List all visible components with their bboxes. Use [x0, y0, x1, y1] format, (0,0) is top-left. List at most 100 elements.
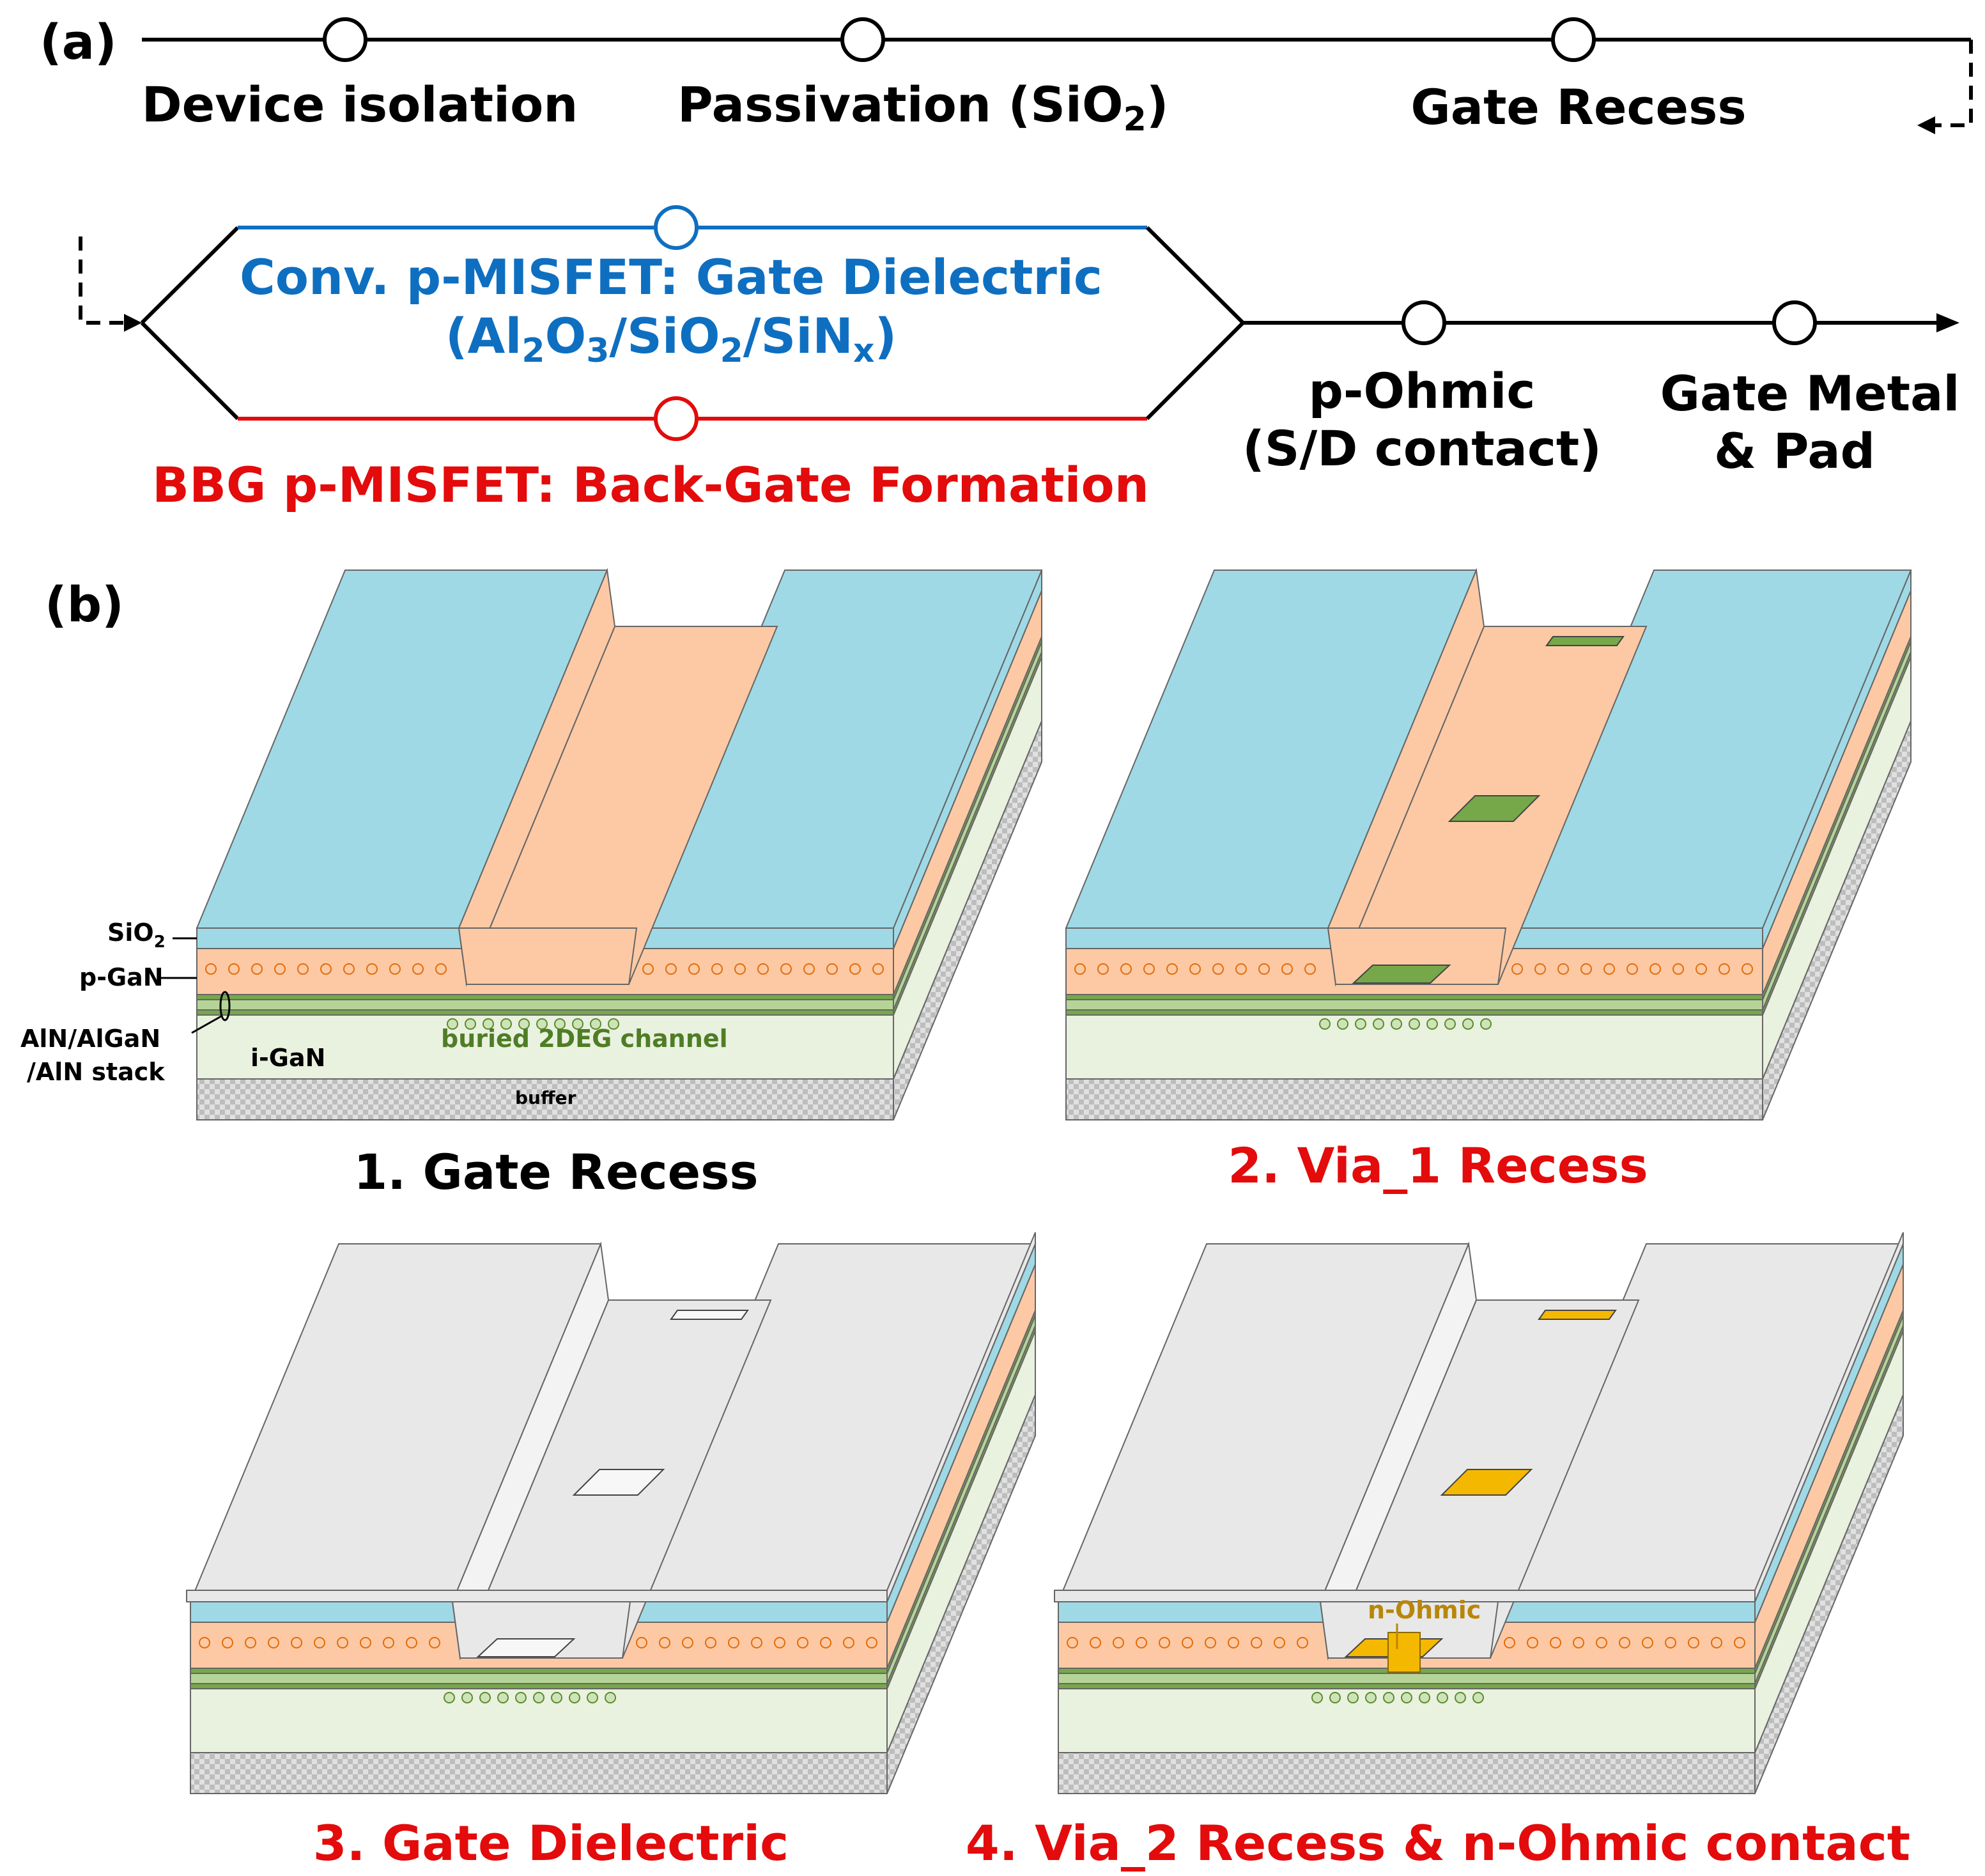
via-center [1440, 1469, 1533, 1496]
front-layer-algan-stack-dark [196, 1009, 894, 1016]
step-node-p-ohmic [1402, 300, 1446, 345]
hole-marker [1734, 1637, 1745, 1648]
front-layer-algan-stack-light [196, 999, 894, 1011]
leader-stack [191, 1015, 222, 1034]
front-layer-buffer [1065, 1078, 1763, 1120]
electron-marker [1311, 1692, 1323, 1703]
hole-marker [688, 963, 700, 975]
hole-marker [1235, 963, 1247, 975]
electron-marker [515, 1692, 527, 1703]
electron-marker [465, 1018, 476, 1030]
hole-marker [774, 1637, 785, 1648]
electron-marker [1462, 1018, 1474, 1030]
electron-marker [554, 1018, 566, 1030]
hole-marker [1504, 1637, 1515, 1648]
hole-marker [1511, 963, 1523, 975]
device-view-gate-recess [196, 568, 1043, 1120]
dielectric-coating-side [886, 1232, 1036, 1602]
electron-marker [1383, 1692, 1394, 1703]
hole-marker [659, 1637, 670, 1648]
electron-marker [447, 1018, 458, 1030]
hole-marker [1281, 963, 1293, 975]
hole-marker [1212, 963, 1224, 975]
hole-marker [435, 963, 447, 975]
hole-marker [1619, 1637, 1630, 1648]
flow-arrowhead-end [1936, 313, 1959, 332]
hole-marker [665, 963, 677, 975]
branch-left-bottom [140, 321, 240, 421]
step-node-device-isolation [323, 17, 367, 62]
label-buffer: buffer [515, 1087, 576, 1108]
electron-marker [536, 1018, 548, 1030]
hole-marker [199, 1637, 210, 1648]
hole-marker [1688, 1637, 1699, 1648]
hole-marker [1672, 963, 1684, 975]
hole-marker [268, 1637, 279, 1648]
panel-a: (a) Device isolation Passivation (SiO2) … [40, 13, 1973, 513]
hole-marker [1534, 963, 1546, 975]
front-layer-algan-stack-dark [1058, 1683, 1756, 1689]
electron-marker [1319, 1018, 1331, 1030]
hole-marker [1074, 963, 1086, 975]
hole-marker [751, 1637, 762, 1648]
panel-a-label: (a) [40, 13, 117, 70]
hole-marker [297, 963, 309, 975]
hole-marker [1649, 963, 1661, 975]
hole-marker [429, 1637, 440, 1648]
branch-bbg-title: BBG p-MISFET: Back-Gate Formation [152, 456, 1149, 513]
branch-conv-title: Conv. p-MISFET: Gate Dielectric [240, 249, 1102, 306]
hole-marker [826, 963, 838, 975]
hole-marker [1580, 963, 1592, 975]
hole-marker [797, 1637, 808, 1648]
caption-step3: 3. Gate Dielectric [313, 1815, 789, 1872]
branch-right-top [1145, 226, 1245, 325]
hole-marker [366, 963, 378, 975]
hole-marker [1067, 1637, 1078, 1648]
electron-marker [1437, 1692, 1448, 1703]
via-back [1545, 636, 1625, 646]
electron-marker [569, 1692, 580, 1703]
electron-marker [1426, 1018, 1438, 1030]
electron-marker [1347, 1692, 1359, 1703]
hole-marker [222, 1637, 233, 1648]
electron-marker [500, 1018, 512, 1030]
hole-marker [360, 1637, 371, 1648]
hole-marker [642, 963, 654, 975]
hole-marker [1596, 1637, 1607, 1648]
front-layer-algan-stack-dark [190, 1683, 888, 1689]
caption-step2: 2. Via_1 Recess [1228, 1137, 1648, 1194]
hole-marker [843, 1637, 854, 1648]
hole-marker [1711, 1637, 1722, 1648]
hole-marker [1143, 963, 1155, 975]
electron-marker [1373, 1018, 1384, 1030]
dielectric-coating-front [186, 1590, 888, 1602]
hole-marker [728, 1637, 739, 1648]
flow-arrowhead-left [1917, 116, 1935, 134]
label-stack-line2: /AlN stack [27, 1058, 165, 1086]
hole-marker [1205, 1637, 1216, 1648]
electron-marker [1355, 1018, 1366, 1030]
hole-marker [1228, 1637, 1239, 1648]
hole-marker [705, 1637, 716, 1648]
step-node-gate-metal [1772, 300, 1817, 345]
hole-marker [734, 963, 746, 975]
label-n-ohmic: n-Ohmic [1368, 1596, 1481, 1624]
electron-marker [1391, 1018, 1402, 1030]
electron-marker [551, 1692, 562, 1703]
flow-connector-in [79, 236, 128, 325]
hole-marker [1258, 963, 1270, 975]
leader-stack-ellipse [219, 991, 231, 1021]
step-node-gate-recess [1551, 17, 1596, 62]
front-layer-buffer [190, 1752, 888, 1794]
flow-connector-down [1930, 40, 1973, 127]
label-stack-line1: AlN/AlGaN [20, 1025, 160, 1053]
hole-marker [320, 963, 332, 975]
via-center [1448, 795, 1541, 822]
electron-marker [1455, 1692, 1466, 1703]
electron-marker [1419, 1692, 1430, 1703]
hole-marker [383, 1637, 394, 1648]
hole-marker [1159, 1637, 1170, 1648]
hole-marker [849, 963, 861, 975]
hole-marker [274, 963, 286, 975]
hole-marker [1297, 1637, 1308, 1648]
